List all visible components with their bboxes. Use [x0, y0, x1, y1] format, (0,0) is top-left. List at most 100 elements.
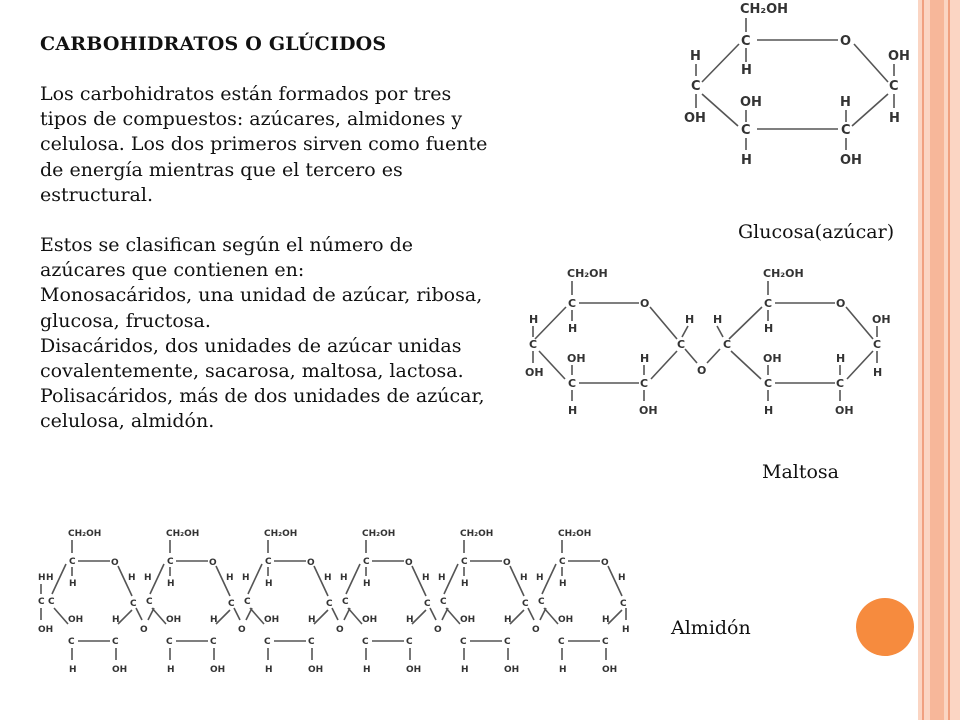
caption-starch: Almidón [671, 617, 751, 639]
starch-unit-6-h-end: H [622, 625, 630, 635]
starch-unit-5-c3: C [460, 637, 467, 647]
starch-unit-1-h2: H [112, 615, 120, 625]
starch-unit-6-ring-oxygen: O [601, 558, 609, 568]
starch-unit-3-bond [331, 607, 339, 621]
orange-circle-icon [856, 598, 914, 656]
glucose-c5: C [741, 34, 751, 49]
paragraph-monosaccharides: Monosacáridos, una unidad de azúcar, rib… [40, 284, 483, 332]
starch-unit-2-bond [215, 609, 231, 625]
starch-unit-2-c1: C [228, 599, 235, 609]
starch-unit-2-c2: C [210, 637, 217, 647]
maltose-right-unit: CH₂OH C O H H C OH C H OH C H C [713, 267, 891, 417]
maltose-left-c4: C [529, 338, 537, 351]
paragraph-intro: Los carbohidratos están formados por tre… [40, 83, 488, 206]
maltose-left-c3: C [568, 377, 576, 390]
starch-unit-1-oh3: OH [68, 615, 83, 625]
starch-unit-1-h-terminal: H [38, 573, 46, 583]
starch-unit-3-glycosidic-oxygen: O [336, 625, 344, 635]
maltose-left-h2: H [640, 352, 649, 365]
starch-unit-4-c3: C [362, 637, 369, 647]
starch-unit-3-bond [247, 563, 263, 595]
starch-unit-6-bond [543, 607, 559, 625]
slide-title: CARBOHIDRATOS O GLÚCIDOS [40, 33, 387, 55]
starch-unit-2-h4: H [144, 573, 152, 583]
starch-unit-2-bond [215, 565, 231, 597]
glucose-c3: C [741, 123, 751, 138]
starch-unit-6-bond [541, 563, 557, 595]
maltose-left-oh3: OH [567, 352, 586, 365]
starch-unit-2-h2: H [210, 615, 218, 625]
starch-unit-4-glycosidic-oxygen: O [434, 625, 442, 635]
starch-unit-2-c5: C [167, 557, 174, 567]
starch-unit-1-bond [51, 563, 67, 595]
starch-unit-4-c1: C [424, 599, 431, 609]
starch-unit-3-bond [313, 565, 329, 597]
starch-unit-3-c3: C [264, 637, 271, 647]
starch-unit-4-h1: H [422, 573, 430, 583]
starch-unit-4-oh3: OH [362, 615, 377, 625]
right-stripe-mid [930, 0, 944, 720]
starch-unit-4-ch2oh: CH₂OH [362, 529, 395, 539]
starch-unit-6-oh3: OH [558, 615, 573, 625]
starch-unit-1-bond [53, 607, 69, 625]
glucose-h2: H [840, 95, 851, 110]
glucose-oh2: OH [840, 153, 862, 168]
glucose-structure: CH₂OH C O H H C OH OH C H OH C H C H OH [684, 2, 910, 168]
starch-unit-4-bond [345, 563, 361, 595]
glucose-h1: H [889, 111, 900, 126]
glucose-h3: H [741, 153, 752, 168]
starch-unit-5-bond [445, 607, 461, 625]
starch-unit-3-oh3: OH [264, 615, 279, 625]
starch-unit-1-h4: H [46, 573, 54, 583]
right-stripe-line-2 [948, 0, 950, 720]
starch-unit-1-ch2oh: CH₂OH [68, 529, 101, 539]
starch-unit-5-ch2oh: CH₂OH [460, 529, 493, 539]
starch-unit-3-h4: H [242, 573, 250, 583]
starch-unit-5-c1: C [522, 599, 529, 609]
starch-unit-1-bond [117, 609, 133, 625]
starch-unit-2-ring-oxygen: O [209, 558, 217, 568]
maltose-left-unit: CH₂OH C O H H C OH H C OH C H C [525, 267, 694, 417]
maltose-left-c1: C [677, 338, 685, 351]
starch-unit-3-ch2oh: CH₂OH [264, 529, 297, 539]
maltose-right-h5: H [764, 322, 773, 335]
starch-unit-4-c5: C [363, 557, 370, 567]
maltose-right-c5: C [764, 297, 772, 310]
maltose-right-oh1: OH [872, 313, 891, 326]
starch-unit-3-c1: C [326, 599, 333, 609]
starch-unit-4-bond [429, 607, 437, 621]
starch-unit-6-c3: C [558, 637, 565, 647]
starch-unit-3-ring-oxygen: O [307, 558, 315, 568]
maltose-right-c2: C [836, 377, 844, 390]
starch-unit-1-ring-oxygen: O [111, 558, 119, 568]
starch-unit-3-bond [249, 607, 265, 625]
glucose-oh4: OH [684, 111, 706, 126]
maltose-left-h1: H [685, 313, 694, 326]
starch-unit-2-h3: H [167, 665, 175, 675]
glucose-oh3: OH [740, 95, 762, 110]
starch-unit-2-bond [233, 607, 241, 621]
maltose-right-ch2oh: CH₂OH [763, 267, 804, 280]
starch-unit-4-c2: C [406, 637, 413, 647]
starch-unit-6-oh2: OH [602, 665, 617, 675]
starch-unit-3-h1: H [324, 573, 332, 583]
glucose-h5: H [741, 63, 752, 78]
starch-unit-5-h5: H [461, 579, 469, 589]
body-text: Los carbohidratos están formados por tre… [40, 82, 500, 435]
starch-unit-2-h5: H [167, 579, 175, 589]
starch-unit-3-c5: C [265, 557, 272, 567]
starch-unit-6-h5: H [559, 579, 567, 589]
starch-unit-6-c1: C [620, 599, 627, 609]
paragraph-disaccharides: Disacáridos, dos unidades de azúcar unid… [40, 334, 464, 383]
starch-unit-4-h3: H [363, 665, 371, 675]
caption-maltose: Maltosa [762, 461, 840, 483]
starch-unit-2-oh2: OH [210, 665, 225, 675]
starch-unit-5-h1: H [520, 573, 528, 583]
maltose-right-ring-oxygen: O [836, 297, 845, 310]
maltose-right-h1: H [873, 366, 882, 379]
starch-unit-5-oh3: OH [460, 615, 475, 625]
starch-unit-2-c3: C [166, 637, 173, 647]
starch-unit-5-glycosidic-oxygen: O [532, 625, 540, 635]
starch-unit-6-h2: H [602, 615, 610, 625]
